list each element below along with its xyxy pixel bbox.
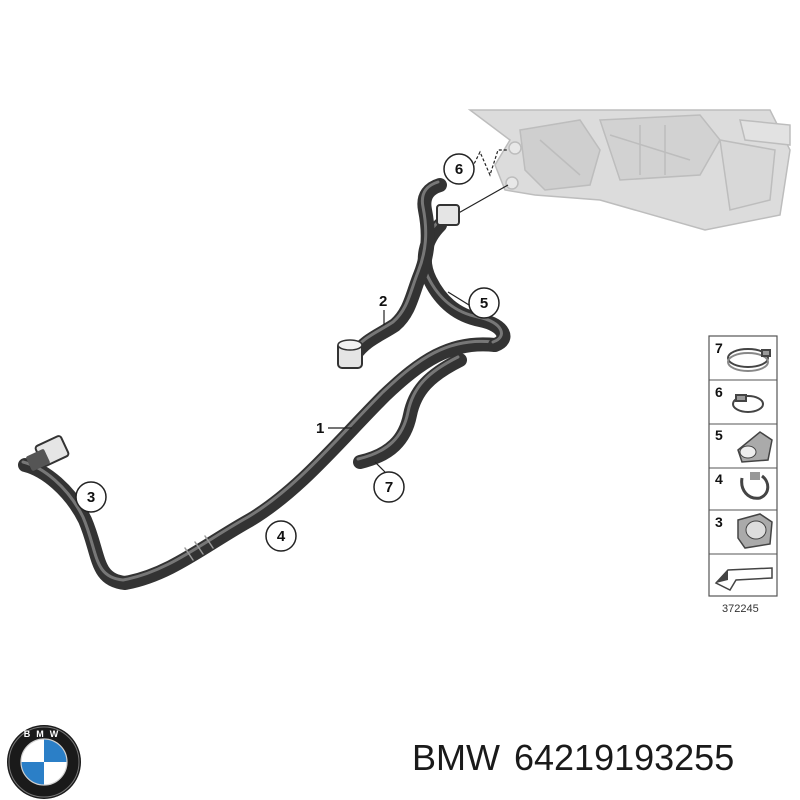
svg-text:6: 6 <box>455 161 463 178</box>
svg-text:7: 7 <box>385 479 393 496</box>
arrow-icon <box>714 567 773 591</box>
part-caption: BMW 64219193255 <box>412 733 792 783</box>
callout-6: 6 <box>443 153 475 185</box>
callout-2-label: 2 <box>379 293 387 310</box>
hose-clamp-icon <box>732 394 764 413</box>
svg-text:3: 3 <box>87 489 95 506</box>
callout-7: 7 <box>373 461 405 503</box>
bmw-logo-icon: BMW <box>7 725 81 799</box>
callouts: 1 2 3 4 5 6 7 <box>75 153 500 552</box>
part-number: 64219193255 <box>513 737 735 778</box>
hose-2 <box>348 178 447 362</box>
callout-3: 3 <box>75 481 107 513</box>
legend-item-label: 4 <box>715 471 723 487</box>
parts-legend: 7 6 5 4 3 372245 <box>708 335 778 615</box>
hose-1 <box>18 218 511 590</box>
svg-text:5: 5 <box>480 295 488 312</box>
hose-clamp-icon <box>727 348 771 372</box>
leader-line <box>454 184 509 216</box>
leader-dashed <box>471 149 508 177</box>
hose-connector-top <box>436 204 460 226</box>
callout-4: 4 <box>265 520 297 552</box>
legend-item-label: 7 <box>715 340 723 356</box>
svg-text:BMW: BMW <box>24 729 65 739</box>
hose-connector-left <box>26 435 70 471</box>
brand-name: BMW <box>412 737 500 778</box>
hose-clip-icon <box>740 472 770 500</box>
svg-text:4: 4 <box>277 528 286 545</box>
legend-item-label: 6 <box>715 384 723 400</box>
hose-7-branch <box>353 353 467 469</box>
hose-holder-icon <box>737 431 773 463</box>
hose-bracket-icon <box>737 513 773 549</box>
legend-item-label: 5 <box>715 427 723 443</box>
heater-housing <box>467 109 791 231</box>
callout-1-label: 1 <box>316 420 324 437</box>
legend-item-label: 3 <box>715 514 723 530</box>
callout-5: 5 <box>447 287 500 319</box>
legend-reference-number: 372245 <box>722 603 759 615</box>
hose-connector-2 <box>337 339 363 369</box>
